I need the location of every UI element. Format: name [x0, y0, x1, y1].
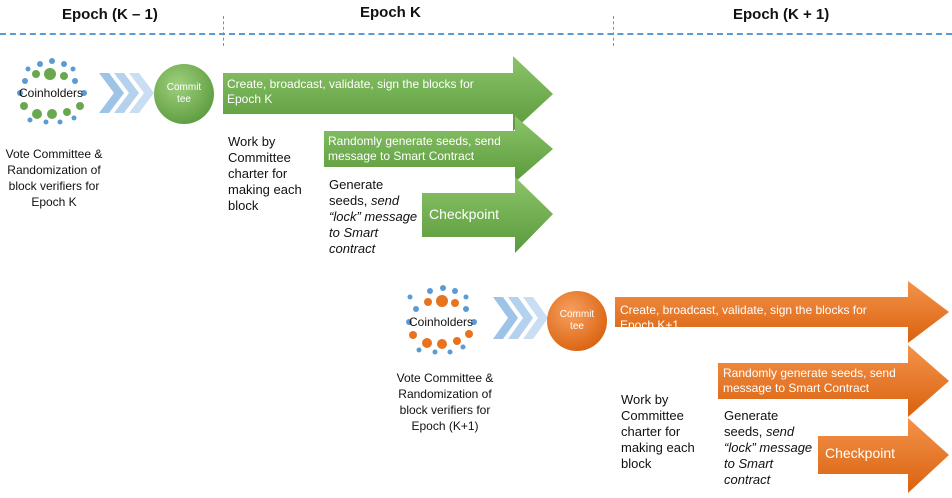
- coinholders-ring-top: [17, 58, 87, 125]
- generate-rest-contract-bottom: Smart contract: [724, 456, 774, 487]
- arrow-create-blocks-k1-label: Create, broadcast, validate, sign the bl…: [620, 303, 867, 332]
- epoch-next-title: Epoch (K + 1): [733, 6, 830, 23]
- generate-seeds-text-bottom: Generate seeds, send “lock” message to S…: [724, 408, 818, 488]
- chevron-3-top: [129, 73, 154, 113]
- epoch-boundary-1: [223, 16, 224, 46]
- arrow-random-seeds-k1: [718, 345, 949, 417]
- generate-rest-contract-top: Smart contract: [329, 225, 379, 256]
- generate-plain-top: Generate seeds,: [329, 177, 384, 208]
- generate-rest-message-bottom: message to: [724, 440, 813, 471]
- chevron-2-top: [114, 73, 139, 113]
- generate-italic-send-bottom: send: [765, 424, 795, 439]
- work-by-committee-text-bottom: Work by Committee charter for making eac…: [621, 392, 695, 471]
- coinholders-ring-bottom: [406, 285, 477, 355]
- committee-label-bottom: Commit tee: [559, 309, 595, 332]
- coinholders-label-top: Coinholders: [19, 86, 84, 100]
- arrow-random-seeds-k1-label: Randomly generate seeds, send message to…: [723, 366, 896, 395]
- committee-label-top: Commit tee: [166, 82, 202, 105]
- generate-italic-send-top: send: [370, 193, 400, 208]
- committee-circle-top: [154, 64, 214, 124]
- epoch-current-title: Epoch K: [360, 4, 421, 21]
- vote-committee-text-bottom: Vote Committee & Randomization of block …: [396, 371, 494, 433]
- chevron-1-top: [99, 73, 124, 113]
- coinholders-label-bottom: Coinholders: [409, 315, 474, 329]
- vote-committee-text-top: Vote Committee & Randomization of block …: [5, 147, 103, 209]
- epoch-divider: [0, 33, 952, 35]
- arrow-create-blocks-k-label: Create, broadcast, validate, sign the bl…: [227, 77, 474, 106]
- generate-rest-message-top: message to: [329, 209, 418, 240]
- arrow-create-blocks-k: [223, 56, 553, 131]
- arrow-checkpoint-k: [422, 177, 553, 253]
- arrow-create-blocks-k1: [615, 281, 949, 343]
- generate-plain-bottom: Generate seeds,: [724, 408, 779, 439]
- epoch-boundary-2: [613, 16, 614, 46]
- arrow-random-seeds-k-label: Randomly generate seeds, send message to…: [328, 134, 501, 163]
- checkpoint-label-top: Checkpoint: [429, 206, 500, 222]
- arrow-checkpoint-k1: [818, 418, 949, 493]
- arrow-random-seeds-k: [324, 116, 553, 182]
- chevron-3-bottom: [523, 297, 548, 339]
- work-by-committee-text-top: Work by Committee charter for making eac…: [228, 134, 302, 213]
- generate-seeds-text-top: Generate seeds, send “lock” message to S…: [329, 177, 421, 257]
- epoch-prev-title: Epoch (K – 1): [62, 6, 158, 23]
- chevron-2-bottom: [508, 297, 533, 339]
- chevron-1-bottom: [493, 297, 518, 339]
- generate-italic-lock-top: “lock”: [329, 209, 361, 224]
- generate-italic-lock-bottom: “lock”: [724, 440, 756, 455]
- committee-circle-bottom: [547, 291, 607, 351]
- checkpoint-label-bottom: Checkpoint: [825, 445, 896, 461]
